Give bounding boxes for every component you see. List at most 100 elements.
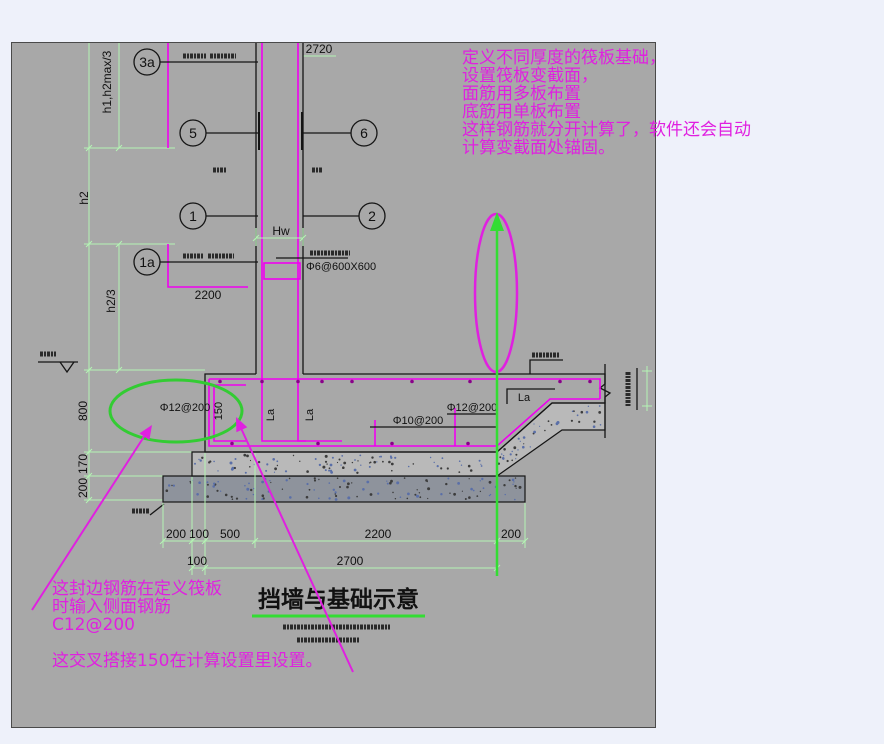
aggregate-speck: [470, 487, 473, 491]
aggregate-speck: [324, 460, 328, 463]
aggregate-speck: [356, 471, 359, 474]
aggregate-speck: [480, 465, 483, 467]
dim-cushion-200: 200: [76, 478, 90, 498]
aggregate-speck: [513, 446, 517, 450]
aggregate-speck: [377, 492, 380, 495]
aggregate-speck: [478, 459, 481, 462]
aggregate-speck: [547, 420, 550, 423]
aggregate-speck: [427, 497, 429, 500]
aggregate-speck: [318, 478, 320, 481]
aggregate-speck: [318, 497, 320, 500]
dim-row1-3: 500: [220, 527, 240, 541]
aggregate-speck: [412, 463, 415, 465]
aggregate-speck: [274, 467, 277, 471]
rebar-section-dots: [218, 379, 592, 446]
top-bar-right-label: Φ12@200: [447, 402, 498, 414]
aggregate-speck: [252, 493, 255, 496]
aggregate-speck: [213, 482, 216, 485]
aggregate-speck: [556, 421, 560, 424]
aggregate-speck: [353, 468, 357, 472]
aggregate-speck: [284, 470, 288, 473]
aggregate-speck: [329, 463, 333, 467]
aggregate-speck: [514, 498, 516, 501]
aggregate-speck: [189, 480, 191, 483]
aggregate-speck: [331, 456, 334, 459]
aggregate-speck: [457, 482, 460, 485]
aggregate-speck: [351, 482, 353, 484]
aggregate-speck: [436, 465, 439, 468]
aggregate-speck: [334, 498, 338, 501]
aggregate-speck: [570, 419, 574, 422]
aggregate-speck: [357, 460, 359, 462]
aggregate-speck: [482, 487, 485, 490]
aggregate-speck: [514, 477, 517, 479]
aggregate-speck: [476, 495, 479, 497]
aggregate-speck: [440, 467, 443, 470]
left-note-line: 时输入侧面钢筋: [52, 597, 171, 617]
aggregate-speck: [346, 485, 349, 489]
aggregate-speck: [467, 464, 471, 468]
aggregate-speck: [342, 466, 345, 470]
aggregate-speck: [587, 405, 590, 407]
aggregate-speck: [416, 494, 419, 498]
aggregate-speck: [407, 465, 410, 468]
aggregate-speck: [580, 410, 584, 414]
aggregate-speck: [199, 459, 202, 462]
aggregate-speck: [306, 482, 309, 486]
aggregate-speck: [334, 491, 337, 494]
top-right-leader: [529, 359, 563, 374]
elevation-marker: [642, 366, 652, 411]
aggregate-speck: [266, 463, 269, 466]
aggregate-speck: [458, 460, 461, 463]
ground-level-symbol: [38, 361, 78, 374]
aggregate-speck: [501, 457, 505, 460]
aggregate-speck: [512, 483, 514, 485]
aggregate-speck: [313, 479, 317, 482]
aggregate-speck: [441, 457, 444, 460]
aggregate-speck: [305, 495, 309, 499]
aggregate-speck: [366, 480, 370, 484]
aggregate-speck: [386, 480, 388, 482]
wall-thickness-dimension: [252, 228, 307, 246]
aggregate-speck: [506, 459, 509, 463]
aggregate-speck: [504, 493, 506, 496]
aggregate-speck: [229, 461, 233, 465]
aggregate-speck: [245, 497, 248, 500]
aggregate-speck: [270, 481, 272, 484]
aggregate-speck: [429, 456, 432, 459]
aggregate-speck: [276, 460, 279, 463]
aggregate-speck: [378, 456, 381, 458]
aggregate-speck: [292, 454, 295, 457]
aggregate-speck: [328, 469, 331, 472]
aggregate-speck: [272, 458, 276, 461]
dim-raft-800: 800: [76, 401, 90, 421]
aggregate-speck: [324, 454, 328, 458]
aggregate-speck: [392, 491, 394, 494]
aggregate-speck: [425, 479, 428, 482]
aggregate-speck: [234, 458, 237, 460]
aggregate-speck: [550, 424, 553, 426]
aggregate-speck: [517, 437, 520, 440]
edge-bar-highlight-ellipse: [108, 378, 244, 444]
aggregate-speck: [261, 494, 265, 498]
dim-row2-2: 2700: [337, 554, 364, 568]
aggregate-speck: [388, 460, 391, 464]
aggregate-speck: [328, 497, 331, 500]
aggregate-speck: [427, 487, 431, 491]
aggregate-speck: [480, 463, 482, 465]
aggregate-speck: [340, 464, 342, 466]
overlap-note: 这交叉搭接150在计算设置里设置。: [52, 651, 322, 671]
aggregate-speck: [336, 477, 339, 480]
aggregate-speck: [519, 440, 521, 442]
aggregate-speck: [244, 471, 247, 474]
aggregate-speck: [288, 477, 291, 480]
aggregate-speck: [390, 456, 393, 459]
right-note-line: 底筋用单板布置: [462, 102, 581, 122]
aggregate-speck: [380, 455, 382, 458]
aggregate-speck: [592, 425, 596, 429]
bar-1a-length: 2200: [195, 288, 222, 302]
dim-bed-170: 170: [76, 454, 90, 474]
aggregate-speck: [468, 478, 470, 480]
break-line: [598, 364, 612, 438]
aggregate-speck: [257, 460, 261, 464]
